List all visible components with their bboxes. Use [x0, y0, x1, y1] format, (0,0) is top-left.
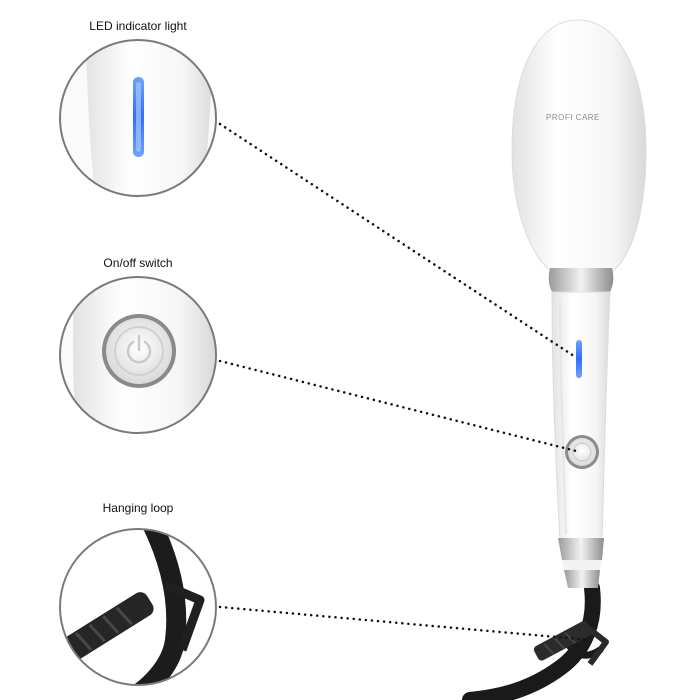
power-icon [126, 334, 152, 364]
leader-line-switch [218, 359, 582, 454]
power-button [565, 435, 599, 469]
power-button-zoomed [102, 314, 176, 388]
power-cable [462, 580, 609, 700]
leader-lines [218, 122, 592, 642]
brush-body [511, 19, 647, 588]
leader-line-led [218, 122, 579, 360]
callout-label-switch: On/off switch [103, 256, 173, 270]
callout-loop-zoom [59, 528, 217, 686]
brand-logo: PROFI CARE [546, 113, 600, 122]
led-indicator [576, 340, 582, 378]
callout-label-loop: Hanging loop [102, 501, 174, 515]
cable-strain-relief [533, 621, 592, 661]
callout-switch-zoom [59, 276, 217, 434]
callout-led-zoom [59, 39, 217, 197]
callout-label-led: LED indicator light [89, 19, 187, 33]
leader-line-loop [218, 605, 592, 642]
